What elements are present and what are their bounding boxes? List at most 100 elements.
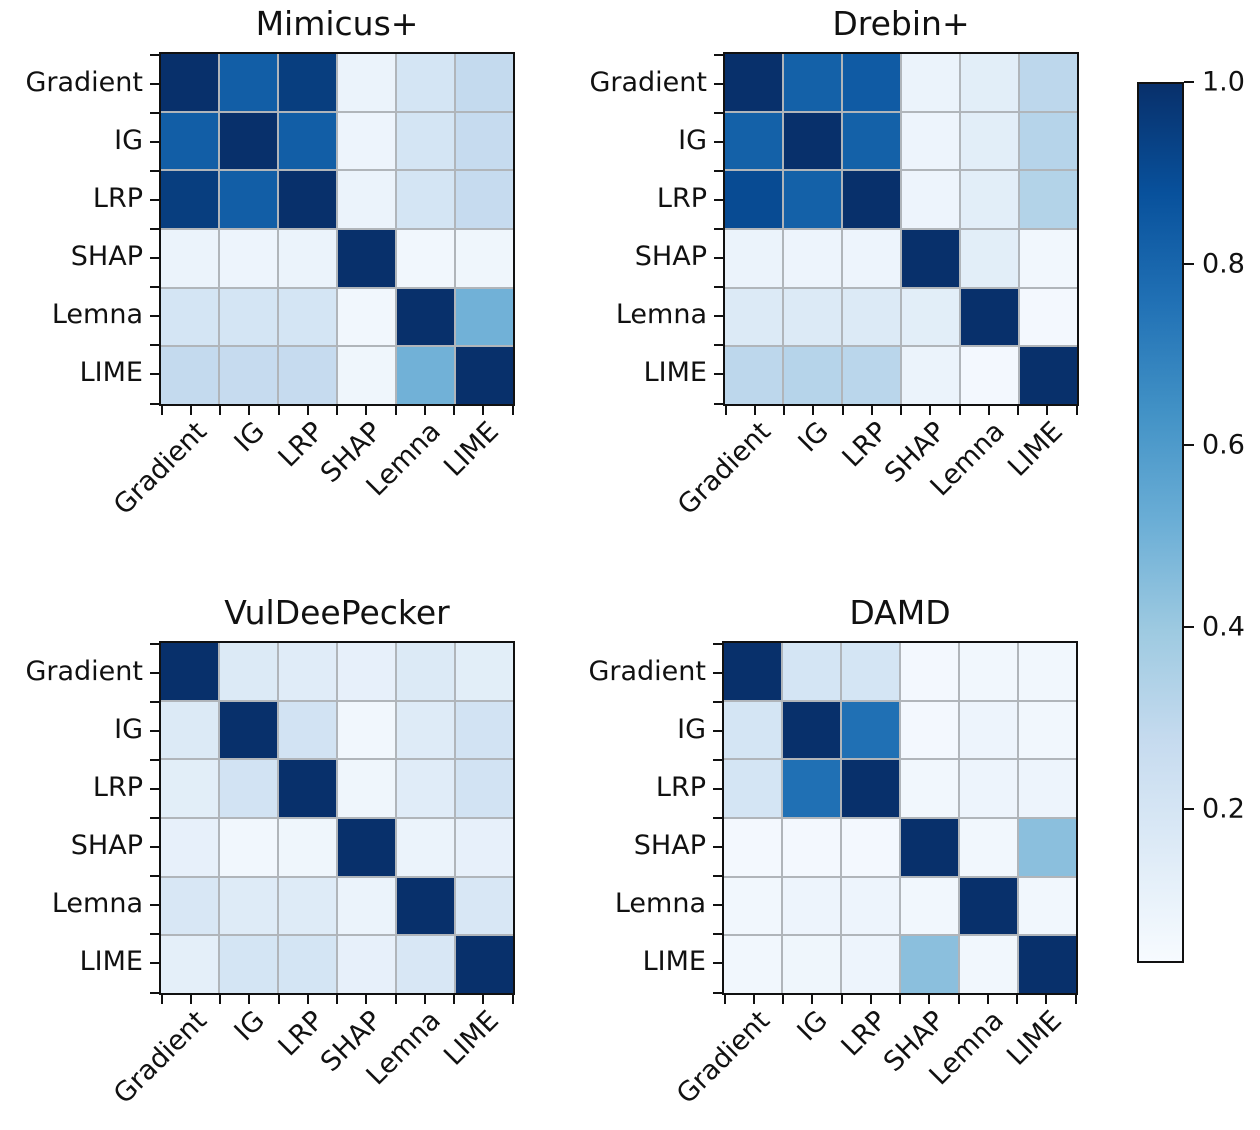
heatmap-cell-drebin-Lemna-LRP [843,288,900,346]
y-axis-tick [714,286,723,289]
x-axis-tick [219,995,221,1004]
x-axis-tick [928,995,931,1004]
heatmap-cell-vuldeepecker-SHAP-SHAP [338,819,395,876]
heatmap-cell-mimicus-SHAP-LIME [456,230,513,287]
x-axis-tick [248,995,251,1004]
heatmap-cell-mimicus-LIME-Gradient [161,347,218,404]
y-axis-tick [150,758,159,761]
y-axis-tick [713,642,722,645]
x-axis-tick [453,406,455,415]
y-axis-tick [713,962,722,965]
colorbar-tick [1184,807,1194,810]
heatmap-cell-mimicus-LRP-Lemna [397,171,454,228]
y-axis-tick [713,787,722,790]
heatmap-cell-vuldeepecker-LIME-Lemna [397,936,454,993]
heatmap-cell-vuldeepecker-LIME-IG [220,936,277,993]
heatmap-cell-drebin-Lemna-LIME [1020,288,1077,346]
y-axis-tick [150,373,159,376]
x-axis-tick [753,406,756,415]
heatmap-cell-damd-LRP-LRP [842,760,899,817]
x-axis-tick [248,406,251,415]
heatmap-cell-damd-IG-LIME [1019,701,1076,759]
heatmap-cell-drebin-SHAP-LRP [843,230,900,287]
heatmap-cell-mimicus-Gradient-LIME [456,54,513,111]
heatmap-cell-vuldeepecker-LIME-Gradient [161,936,218,993]
y-axis-tick [150,904,159,907]
heatmap-cell-damd-LRP-IG [783,760,840,817]
x-axis-tick [394,995,397,1004]
heatmap-cell-vuldeepecker-Lemna-IG [220,877,277,935]
heatmap-cell-drebin-LIME-Lemna [961,347,1018,404]
y-axis-tick [150,671,159,674]
heatmap-cell-drebin-Lemna-SHAP [902,288,959,346]
x-axis-tick [1074,995,1077,1004]
heatmap-cell-vuldeepecker-SHAP-LRP [279,819,336,876]
y-axis-tick [713,933,722,936]
heatmap-cell-mimicus-IG-Lemna [397,112,454,170]
heatmap-cell-damd-Lemna-Gradient [724,877,781,935]
heatmap-cell-damd-Gradient-Lemna [960,643,1017,700]
y-label-drebin-IG: IG [678,124,707,156]
heatmap-cell-mimicus-Lemna-SHAP [338,288,395,346]
heatmap-drebin [723,52,1079,406]
heatmap-cell-drebin-LRP-LIME [1020,171,1077,228]
x-axis-tick [482,995,485,1004]
y-label-drebin-Gradient: Gradient [589,66,707,98]
heatmap-cell-mimicus-Gradient-Lemna [397,54,454,111]
x-axis-tick [365,406,368,415]
heatmap-cell-damd-Lemna-Lemna [960,877,1017,935]
y-axis-tick [713,846,722,849]
heatmap-cell-mimicus-Lemna-IG [220,288,277,346]
y-axis-tick [150,198,159,201]
heatmap-cell-mimicus-LIME-LIME [456,347,513,404]
colorbar-tick [1184,444,1194,447]
y-axis-tick [150,729,159,732]
heatmap-cell-drebin-LIME-Gradient [725,347,782,404]
heatmap-cell-drebin-IG-Lemna [961,112,1018,170]
heatmap-cell-vuldeepecker-SHAP-LIME [456,819,513,876]
heatmap-cell-mimicus-IG-LIME [456,112,513,170]
heatmap-cell-vuldeepecker-Gradient-IG [220,643,277,700]
heatmap-cell-vuldeepecker-LRP-Gradient [161,760,218,817]
x-axis-tick [986,995,989,1004]
heatmap-cell-vuldeepecker-Lemna-LIME [456,877,513,935]
y-label-vuldeepecker-Gradient: Gradient [25,655,143,687]
heatmap-cell-vuldeepecker-LIME-SHAP [338,936,395,993]
y-axis-tick [714,402,723,405]
x-axis-tick [929,406,932,415]
y-axis-tick [150,787,159,790]
y-label-vuldeepecker-LRP: LRP [92,771,143,803]
y-axis-tick [150,111,159,114]
x-axis-tick [841,406,844,415]
heatmap-cell-drebin-IG-LRP [843,112,900,170]
heatmap-cell-drebin-Gradient-Lemna [961,54,1018,111]
y-axis-tick [714,373,723,376]
heatmap-cell-vuldeepecker-Gradient-Gradient [161,643,218,700]
x-axis-tick [511,406,514,415]
heatmap-cell-drebin-LRP-IG [784,171,841,228]
colorbar-tick-label-0.6: 0.6 [1202,429,1245,461]
x-axis-tick [277,406,280,415]
heatmap-cell-vuldeepecker-LRP-LIME [456,760,513,817]
heatmap-cell-mimicus-LRP-LIME [456,171,513,228]
heatmap-cell-mimicus-LRP-SHAP [338,171,395,228]
heatmap-mimicus [159,52,515,406]
heatmap-cell-mimicus-Lemna-Lemna [397,288,454,346]
x-axis-tick [336,995,338,1004]
heatmap-cell-damd-SHAP-SHAP [901,819,958,876]
heatmap-cell-drebin-Lemna-Gradient [725,288,782,346]
heatmap-cell-mimicus-LRP-Gradient [161,171,218,228]
x-axis-tick [869,995,872,1004]
y-label-drebin-LIME: LIME [643,357,707,389]
heatmap-cell-vuldeepecker-IG-IG [220,701,277,759]
heatmap-cell-vuldeepecker-LRP-IG [220,760,277,817]
heatmap-cell-damd-IG-Gradient [724,701,781,759]
heatmap-cell-vuldeepecker-IG-Lemna [397,701,454,759]
y-label-mimicus-LRP: LRP [92,182,143,214]
y-axis-tick [713,875,722,878]
heatmap-cell-damd-Gradient-LIME [1019,643,1076,700]
heatmap-cell-mimicus-SHAP-LRP [279,230,336,287]
x-axis-tick [219,406,221,415]
x-axis-tick [189,995,192,1004]
colorbar-tick [1184,262,1194,265]
